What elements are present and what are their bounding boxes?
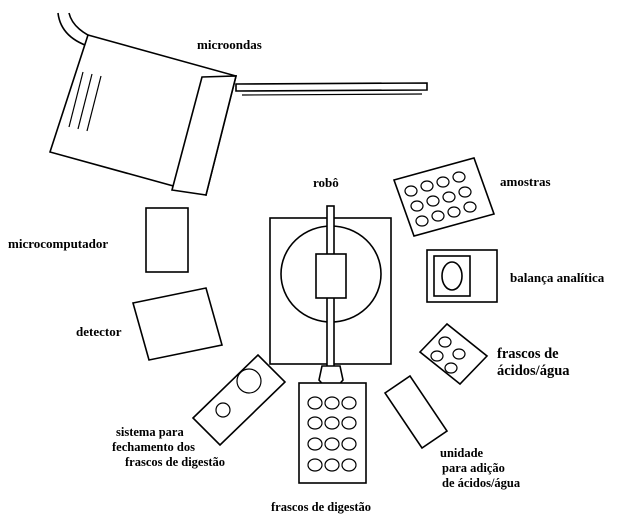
label-microcomputer: microcomputador — [8, 236, 109, 251]
microwave-tray-edge — [241, 93, 423, 96]
microwave-door — [170, 75, 238, 196]
label-acid-vials-line-2: ácidos/água — [497, 363, 570, 380]
label-samples: amostras — [500, 174, 551, 189]
microwave-vent-line — [86, 75, 102, 132]
robot-turret — [315, 253, 347, 299]
closing-system-body — [191, 353, 287, 447]
label-robot: robô — [313, 175, 339, 190]
label-addition-unit-line-1: unidade — [440, 446, 484, 460]
sample-holes — [404, 171, 477, 227]
digestion-vial-holes — [307, 396, 357, 472]
label-acid-vials-line-1: frascos de — [497, 346, 559, 362]
closing-station-large — [236, 368, 262, 394]
label-microwave: microondas — [197, 37, 262, 52]
balance-pan — [441, 261, 463, 291]
label-closing-system-line-2: fechamento dos — [112, 439, 195, 454]
label-closing-system: sistema para fechamento dos frascos de d… — [112, 425, 225, 469]
addition-unit-box — [383, 374, 449, 450]
label-detector: detector — [76, 324, 122, 339]
samples-rack — [392, 157, 496, 237]
acid-vials-rack — [418, 322, 489, 386]
digestion-vials-rack — [298, 382, 367, 484]
microwave-oven — [48, 12, 428, 196]
label-acid-vials: frascos de ácidos/água — [497, 346, 570, 380]
robot — [269, 205, 392, 389]
analytical-balance — [426, 249, 498, 303]
microwave-vent-line — [68, 71, 84, 128]
label-addition-unit: unidade para adição de ácidos/água — [440, 446, 520, 490]
label-addition-unit-line-3: de ácidos/água — [442, 475, 521, 490]
samples-tray — [392, 157, 496, 237]
label-closing-system-line-3: frascos de digestão — [125, 454, 225, 469]
balance-body — [426, 249, 498, 303]
closing-station-small — [215, 402, 231, 418]
label-digestion-vials: frascos de digestão — [271, 500, 371, 514]
acid-vial-holes — [430, 336, 466, 374]
label-balance: balança analítica — [510, 270, 605, 285]
microwave-tray — [235, 82, 428, 92]
balance-chamber — [433, 255, 471, 297]
detector-box — [131, 287, 224, 361]
closing-system — [191, 353, 287, 447]
label-addition-unit-line-2: para adição — [442, 460, 505, 475]
microcomputer-box — [145, 207, 189, 273]
microwave-vent-line — [77, 73, 93, 130]
label-closing-system-line-1: sistema para — [116, 425, 184, 439]
